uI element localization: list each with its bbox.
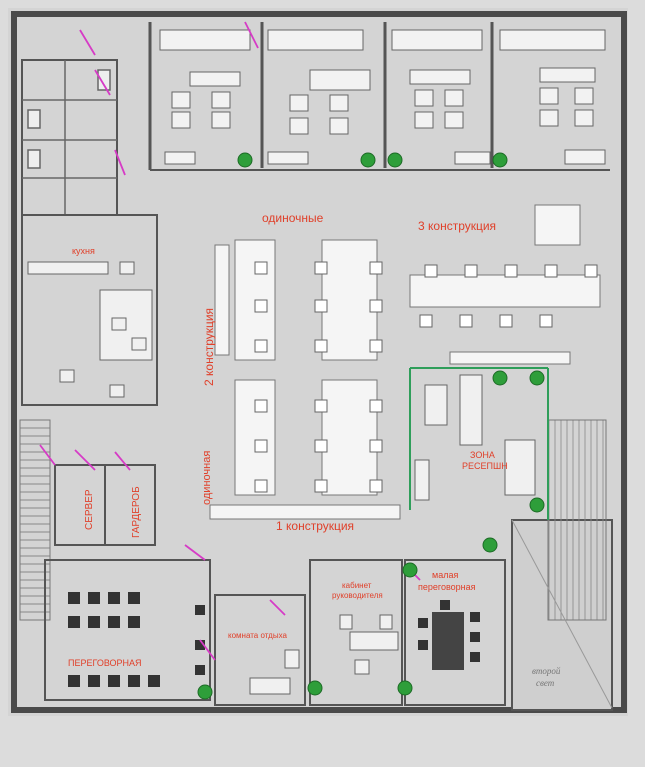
reception-area bbox=[409, 367, 549, 520]
director-furniture bbox=[339, 614, 399, 675]
label-director-line2: руководителя bbox=[332, 591, 383, 600]
second-light-void bbox=[511, 419, 613, 711]
label-second-light-line1: второй bbox=[532, 666, 561, 676]
server-wardrobe-rooms bbox=[54, 464, 156, 546]
small-meeting-room bbox=[404, 559, 506, 706]
reception-furniture bbox=[414, 374, 536, 501]
label-second-light-line2: свет bbox=[536, 678, 555, 688]
director-office bbox=[309, 559, 403, 706]
open-plan-workstations bbox=[209, 204, 601, 520]
small-meeting-furniture bbox=[418, 600, 480, 670]
label-director-line1: кабинет bbox=[342, 581, 372, 590]
label-small-meeting-line2: переговорная bbox=[418, 582, 476, 592]
label-single-vertical: одиночная bbox=[201, 451, 213, 505]
rest-room bbox=[214, 594, 306, 706]
label-construction-2: 2 конструкция bbox=[202, 308, 216, 386]
label-server: СЕРВЕР bbox=[84, 489, 95, 530]
label-wardrobe: ГАРДЕРОБ bbox=[131, 486, 142, 538]
top-office-furniture bbox=[159, 29, 606, 165]
label-reception-line2: РЕСЕПШН bbox=[462, 461, 508, 471]
outer-walls bbox=[11, 11, 627, 713]
label-small-meeting-line1: малая bbox=[432, 570, 458, 580]
label-kitchen: кухня bbox=[72, 246, 95, 256]
plants bbox=[197, 152, 545, 700]
meeting-room bbox=[44, 559, 211, 701]
label-singles-top: одиночные bbox=[262, 211, 324, 225]
label-rest-room: комната отдыха bbox=[228, 631, 287, 640]
open-plan-chairs bbox=[254, 261, 598, 493]
doors bbox=[39, 21, 421, 661]
meeting-chairs bbox=[68, 592, 205, 687]
rest-room-furniture bbox=[249, 649, 300, 695]
label-construction-1: 1 конструкция bbox=[276, 519, 354, 533]
top-offices bbox=[148, 22, 610, 171]
label-meeting-room: ПЕРЕГОВОРНАЯ bbox=[68, 658, 142, 668]
kitchen-room bbox=[21, 214, 158, 406]
label-reception-line1: ЗОНА bbox=[470, 450, 495, 460]
kitchen-furniture bbox=[27, 261, 153, 398]
label-construction-3: 3 конструкция bbox=[418, 219, 496, 233]
